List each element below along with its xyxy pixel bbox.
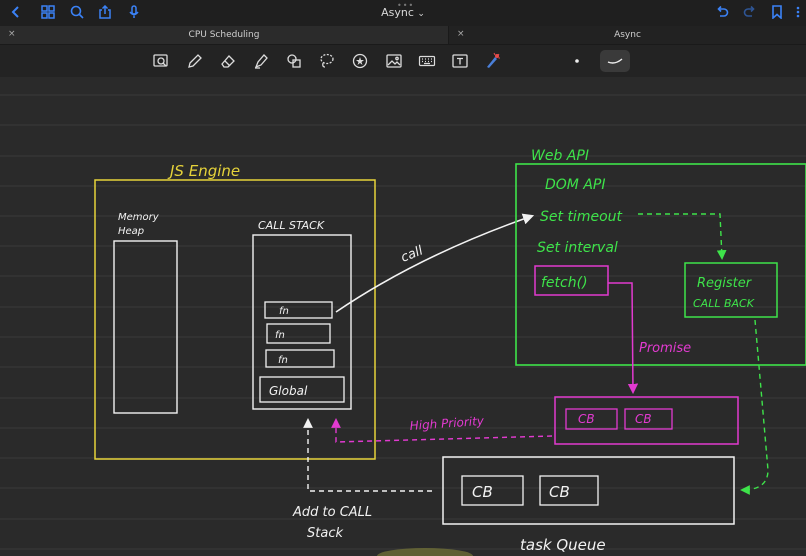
tab-label: Async: [614, 30, 641, 40]
register-label: Register: [697, 276, 753, 291]
stack-frame-label: fn: [275, 330, 285, 341]
dom-api-label: DOM API: [545, 177, 605, 193]
tab-async[interactable]: × Async: [449, 26, 806, 44]
top-bar: ••• Async ⌄: [0, 0, 806, 26]
queue-cb-label: CB: [549, 483, 570, 501]
register-to-queue-arrow: [740, 319, 769, 495]
shapes-icon[interactable]: [284, 51, 304, 71]
stack-frame-global-label: Global: [269, 384, 308, 398]
js-engine-box: [94, 179, 376, 460]
priority-cb-box: [565, 408, 618, 430]
high-priority-queue-box: [554, 396, 739, 445]
lasso-image-icon[interactable]: [151, 51, 171, 71]
set-timeout-label: Set timeout: [540, 209, 623, 225]
callback-label: CALL BACK: [693, 297, 755, 310]
stack-frame-global: [259, 376, 345, 403]
js-engine-label: JS Engine: [167, 162, 240, 180]
tab-cpu-scheduling[interactable]: × CPU Scheduling: [0, 26, 449, 44]
ruled-lines: [0, 94, 806, 550]
stack-frame: [264, 301, 333, 319]
image-icon[interactable]: [384, 51, 404, 71]
title-chevron-icon: ⌄: [417, 9, 425, 19]
fetch-label: fetch(): [541, 275, 588, 291]
call-stack-box: [252, 234, 352, 410]
stack-label: Stack: [307, 526, 343, 541]
lasso-icon[interactable]: [317, 51, 337, 71]
close-tab-icon[interactable]: ×: [457, 29, 465, 39]
share-icon[interactable]: [95, 2, 115, 22]
add-to-call-label: Add to CALL: [292, 505, 372, 520]
window-grip-icon[interactable]: •••: [397, 1, 415, 10]
high-priority-arrow: [331, 418, 553, 443]
fetch-box: [534, 265, 609, 296]
text-icon[interactable]: [450, 51, 470, 71]
queue-cb-box: [539, 475, 599, 506]
priority-cb-box: [624, 408, 673, 430]
tab-label: CPU Scheduling: [188, 30, 260, 40]
highlighter-icon[interactable]: [251, 51, 271, 71]
memory-heap-box: [113, 240, 178, 414]
stack-frame-label: fn: [279, 306, 289, 317]
stack-frame: [265, 349, 335, 368]
grid-icon[interactable]: [38, 2, 58, 22]
mic-icon[interactable]: [124, 2, 144, 22]
priority-cb-label: CB: [635, 412, 652, 426]
close-tab-icon[interactable]: ×: [8, 29, 16, 39]
more-icon[interactable]: [788, 2, 806, 22]
stroke-style-icon[interactable]: [600, 50, 630, 72]
undo-icon[interactable]: [712, 2, 732, 22]
task-queue-box: [442, 456, 735, 525]
stack-frame-label: fn: [278, 355, 288, 366]
search-icon[interactable]: [67, 2, 87, 22]
queue-cb-label: CB: [472, 483, 493, 501]
web-api-box: [515, 163, 806, 366]
redo-icon[interactable]: [740, 2, 760, 22]
tab-bar: × CPU Scheduling × Async: [0, 26, 806, 45]
drawing-toolbar: [0, 45, 806, 77]
promise-label: Promise: [639, 341, 691, 356]
stack-frame: [266, 323, 331, 344]
sticker-icon[interactable]: [350, 51, 370, 71]
add-to-stack-arrow: [303, 418, 432, 492]
call-arrow: [335, 213, 535, 313]
register-callback-box: [684, 262, 778, 318]
task-queue-label: task Queue: [520, 536, 606, 554]
high-priority-label: High Priority: [409, 414, 485, 433]
set-interval-label: Set interval: [537, 240, 618, 256]
timeout-to-register-arrow: [638, 213, 727, 260]
bookmark-icon[interactable]: [767, 2, 787, 22]
highlight-smudge: [377, 548, 473, 556]
call-stack-label: CALL STACK: [258, 219, 325, 232]
queue-cb-box: [461, 475, 524, 506]
web-api-label: Web API: [531, 148, 589, 164]
fetch-to-promise-arrow: [608, 282, 639, 395]
eraser-icon[interactable]: [218, 51, 238, 71]
back-icon[interactable]: [6, 2, 26, 22]
laser-icon[interactable]: [482, 51, 502, 71]
document-title-text: Async: [381, 6, 414, 19]
pen-icon[interactable]: [185, 51, 205, 71]
priority-cb-label: CB: [578, 412, 595, 426]
thin-dot-pen-icon[interactable]: [567, 51, 587, 71]
keyboard-icon[interactable]: [417, 51, 437, 71]
document-title[interactable]: Async ⌄: [0, 6, 806, 19]
